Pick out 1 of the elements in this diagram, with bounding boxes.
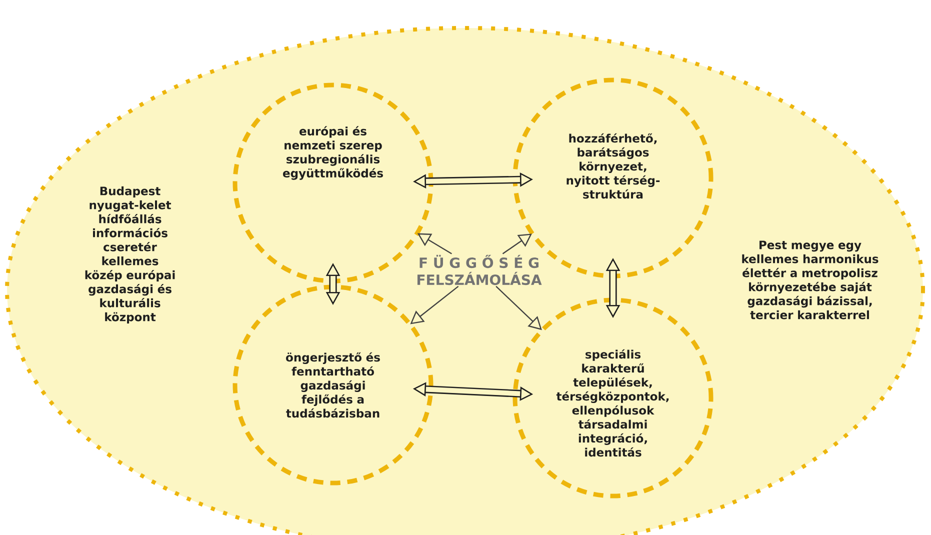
arrow (502, 234, 532, 254)
